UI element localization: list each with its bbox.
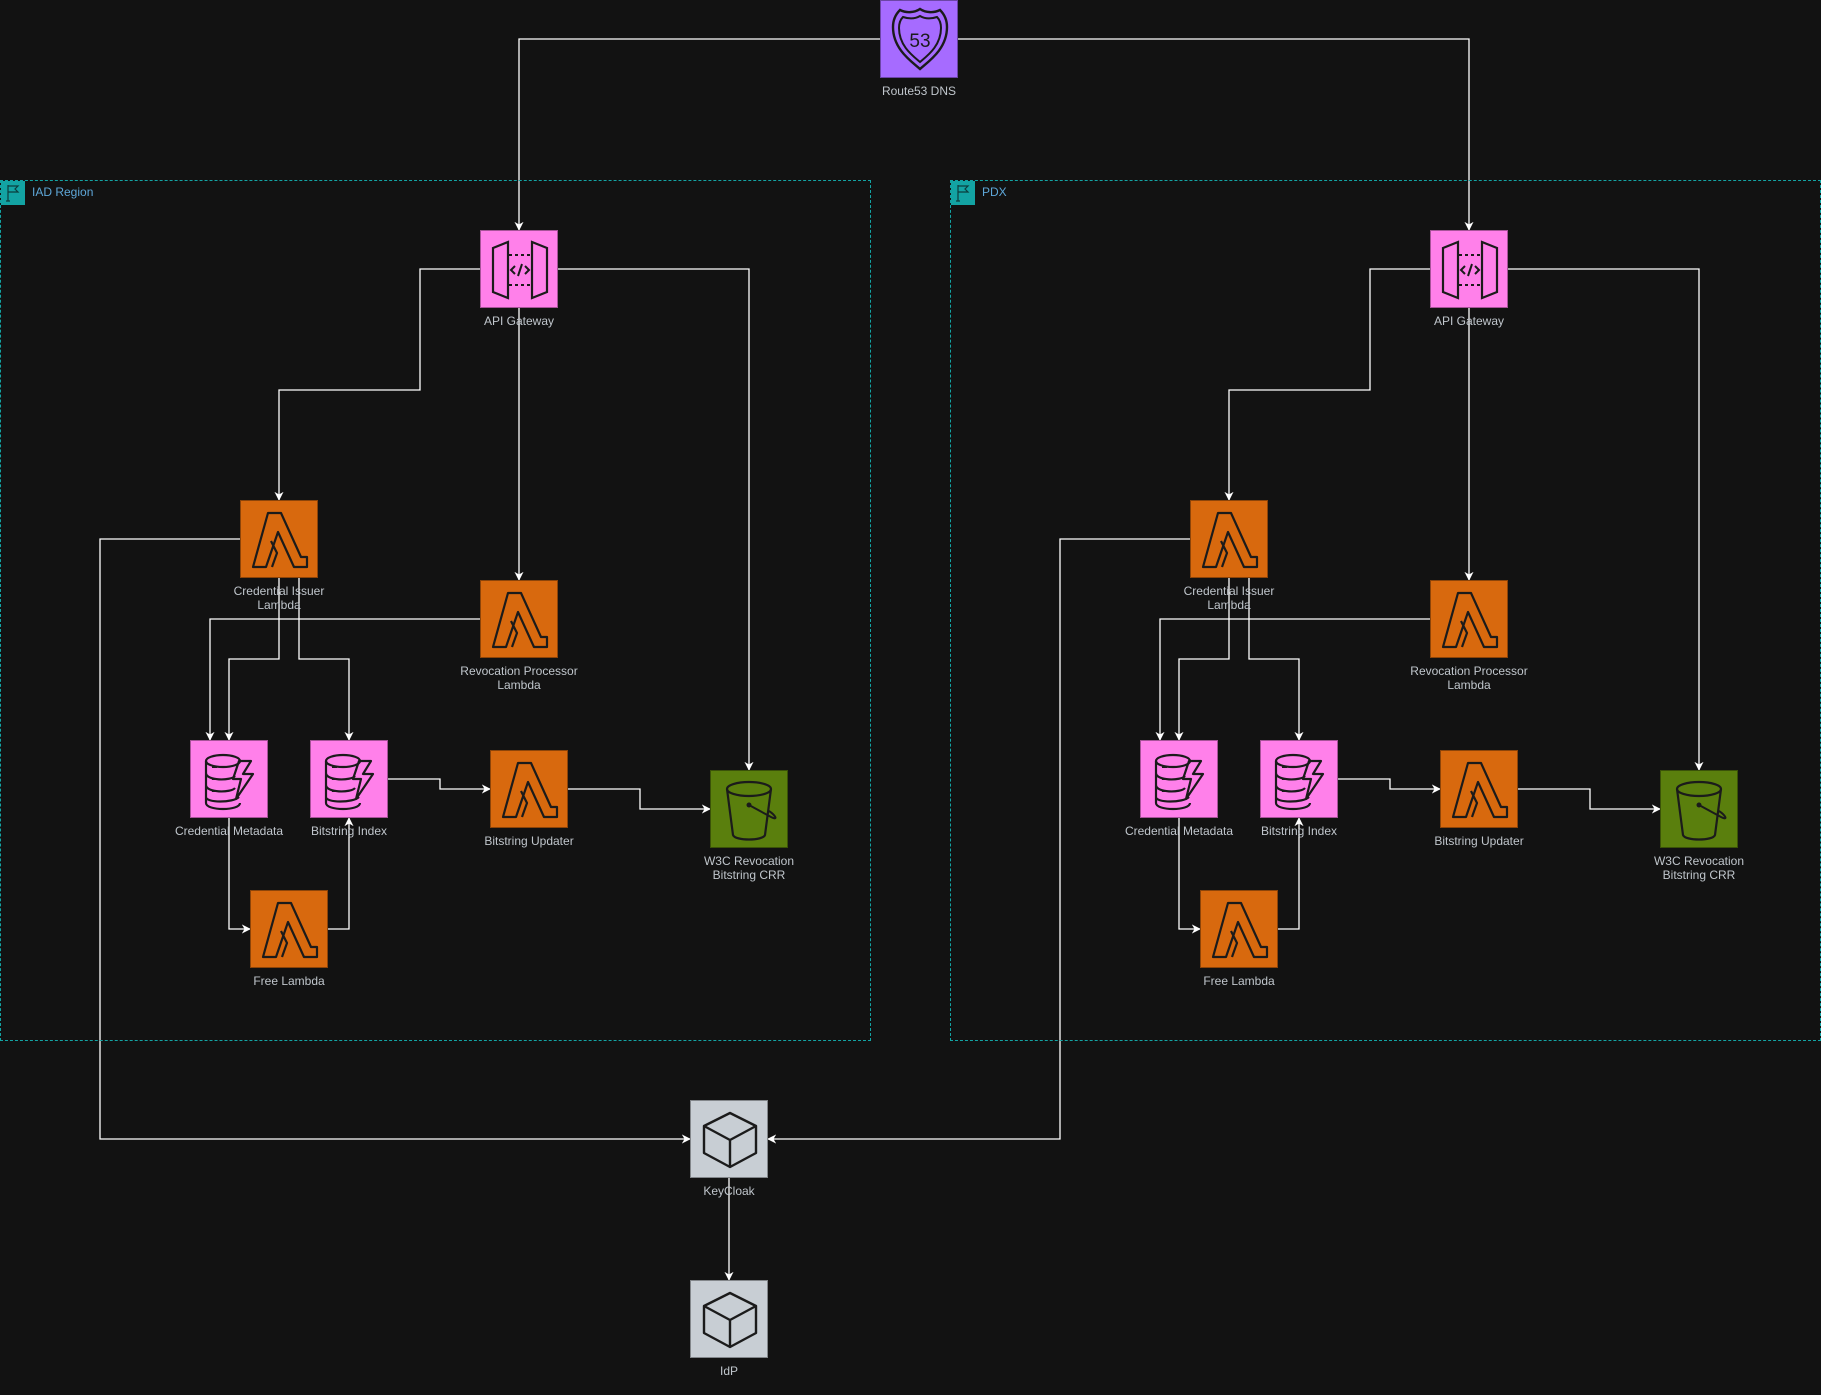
node-label: Bitstring Updater <box>1434 834 1524 848</box>
svg-text:53: 53 <box>909 31 930 52</box>
edge-iad-revocation-to-iad-cred-meta <box>205 618 480 741</box>
edge-pdx-revocation-to-pdx-cred-meta <box>1155 618 1430 741</box>
node-pdx-cred-issuer[interactable] <box>1190 500 1268 578</box>
edge-pdx-apigw-to-pdx-cred-issuer <box>1224 268 1430 501</box>
edge-iad-cred-meta-to-iad-free-lambda <box>228 818 251 934</box>
node-label: W3C Revocation Bitstring CRR <box>703 854 795 882</box>
node-keycloak[interactable] <box>690 1100 768 1178</box>
node-label: W3C Revocation Bitstring CRR <box>1653 854 1745 882</box>
edge-pdx-cred-meta-to-pdx-free-lambda <box>1178 818 1201 934</box>
node-label: Credential Metadata <box>174 824 284 838</box>
node-label: Bitstring Index <box>1260 824 1338 838</box>
node-label: Bitstring Updater <box>484 834 574 848</box>
edge-iad-cred-issuer-to-keycloak <box>99 538 691 1144</box>
node-label: Free Lambda <box>253 974 325 988</box>
edge-pdx-cred-issuer-to-keycloak <box>767 538 1190 1144</box>
edge-pdx-free-lambda-to-pdx-bitstring-index <box>1278 817 1304 930</box>
node-label: API Gateway <box>483 314 555 328</box>
node-pdx-bitstring-index[interactable] <box>1260 740 1338 818</box>
node-iad-bitstring-index[interactable] <box>310 740 388 818</box>
node-label: Credential Issuer Lambda <box>1183 584 1275 612</box>
edge-route53-to-iad-apigw <box>514 38 880 231</box>
node-pdx-revocation[interactable] <box>1430 580 1508 658</box>
node-idp[interactable] <box>690 1280 768 1358</box>
node-pdx-bitstring-updater[interactable] <box>1440 750 1518 828</box>
edge-pdx-bitstring-index-to-pdx-bitstring-updater <box>1338 778 1441 794</box>
edge-iad-bitstring-updater-to-iad-s3 <box>568 788 711 814</box>
region-pdx: PDX <box>950 180 1821 1041</box>
node-iad-free-lambda[interactable] <box>250 890 328 968</box>
edge-iad-free-lambda-to-iad-bitstring-index <box>328 817 354 930</box>
node-pdx-s3[interactable] <box>1660 770 1738 848</box>
node-iad-cred-issuer[interactable] <box>240 500 318 578</box>
region-label: PDX <box>982 185 1007 199</box>
node-label: KeyCloak <box>703 1184 755 1198</box>
node-pdx-apigw[interactable] <box>1430 230 1508 308</box>
node-iad-cred-meta[interactable] <box>190 740 268 818</box>
node-label: Bitstring Index <box>310 824 388 838</box>
edge-iad-apigw-to-iad-cred-issuer <box>274 268 480 501</box>
node-label: Credential Issuer Lambda <box>233 584 325 612</box>
node-label: Revocation Processor Lambda <box>1410 664 1528 692</box>
node-iad-revocation[interactable] <box>480 580 558 658</box>
region-flag-icon <box>951 181 975 205</box>
node-iad-s3[interactable] <box>710 770 788 848</box>
region-flag-icon <box>1 181 25 205</box>
node-label: Free Lambda <box>1203 974 1275 988</box>
node-pdx-free-lambda[interactable] <box>1200 890 1278 968</box>
edge-pdx-bitstring-updater-to-pdx-s3 <box>1518 788 1661 814</box>
node-iad-bitstring-updater[interactable] <box>490 750 568 828</box>
node-label: Credential Metadata <box>1124 824 1234 838</box>
node-label: Revocation Processor Lambda <box>460 664 578 692</box>
edge-pdx-apigw-to-pdx-s3 <box>1508 268 1704 771</box>
node-route53[interactable]: 53 <box>880 0 958 78</box>
node-pdx-cred-meta[interactable] <box>1140 740 1218 818</box>
node-iad-apigw[interactable] <box>480 230 558 308</box>
node-label: API Gateway <box>1433 314 1505 328</box>
edge-iad-apigw-to-iad-s3 <box>558 268 754 771</box>
region-label: IAD Region <box>32 185 94 199</box>
region-iad: IAD Region <box>0 180 871 1041</box>
node-label: Route53 DNS <box>881 84 957 98</box>
edge-route53-to-pdx-apigw <box>958 38 1474 231</box>
edge-iad-bitstring-index-to-iad-bitstring-updater <box>388 778 491 794</box>
node-label: IdP <box>719 1364 738 1378</box>
